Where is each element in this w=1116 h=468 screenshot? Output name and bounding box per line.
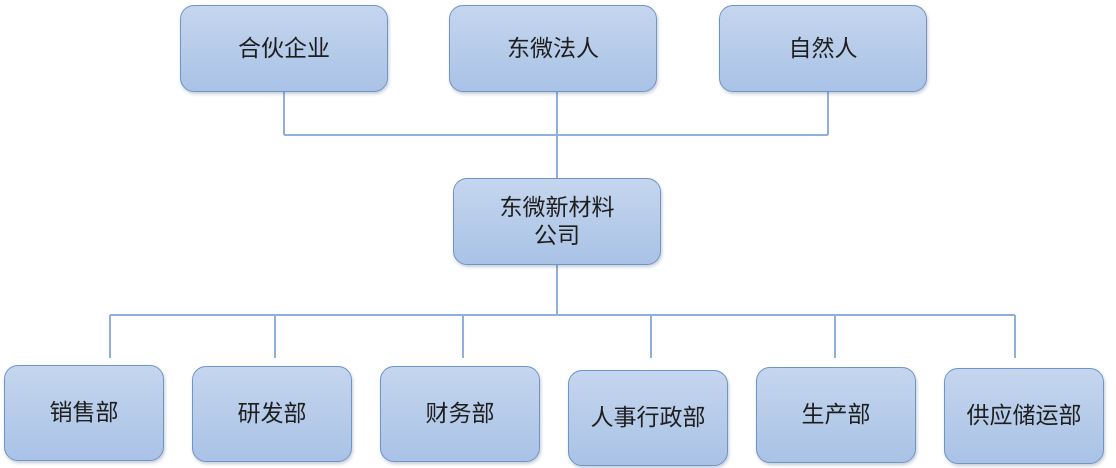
shareholder-legal-entity-box: 东微法人: [449, 5, 657, 92]
department-production-label: 生产部: [801, 402, 871, 428]
shareholder-partnership-label: 合伙企业: [238, 35, 330, 62]
department-sales-box: 销售部: [4, 365, 164, 461]
shareholder-partnership-box: 合伙企业: [180, 5, 388, 92]
department-finance-box: 财务部: [380, 366, 540, 462]
department-sales-label: 销售部: [49, 400, 119, 426]
shareholder-legal-entity-label: 东微法人: [507, 35, 599, 62]
department-rd-label: 研发部: [237, 401, 307, 427]
department-supply-storage-box: 供应储运部: [944, 368, 1104, 464]
department-hr-admin-label: 人事行政部: [590, 405, 706, 431]
shareholder-natural-person-box: 自然人: [719, 5, 927, 92]
company-name-line2: 公司: [534, 222, 580, 249]
shareholder-natural-person-label: 自然人: [788, 35, 858, 62]
department-hr-admin-box: 人事行政部: [568, 370, 728, 466]
department-production-box: 生产部: [756, 367, 916, 463]
department-supply-storage-label: 供应储运部: [966, 403, 1082, 429]
company-box: 东微新材料 公司: [453, 178, 661, 265]
department-rd-box: 研发部: [192, 366, 352, 462]
department-finance-label: 财务部: [425, 401, 495, 427]
company-name-line1: 东微新材料: [499, 194, 615, 221]
